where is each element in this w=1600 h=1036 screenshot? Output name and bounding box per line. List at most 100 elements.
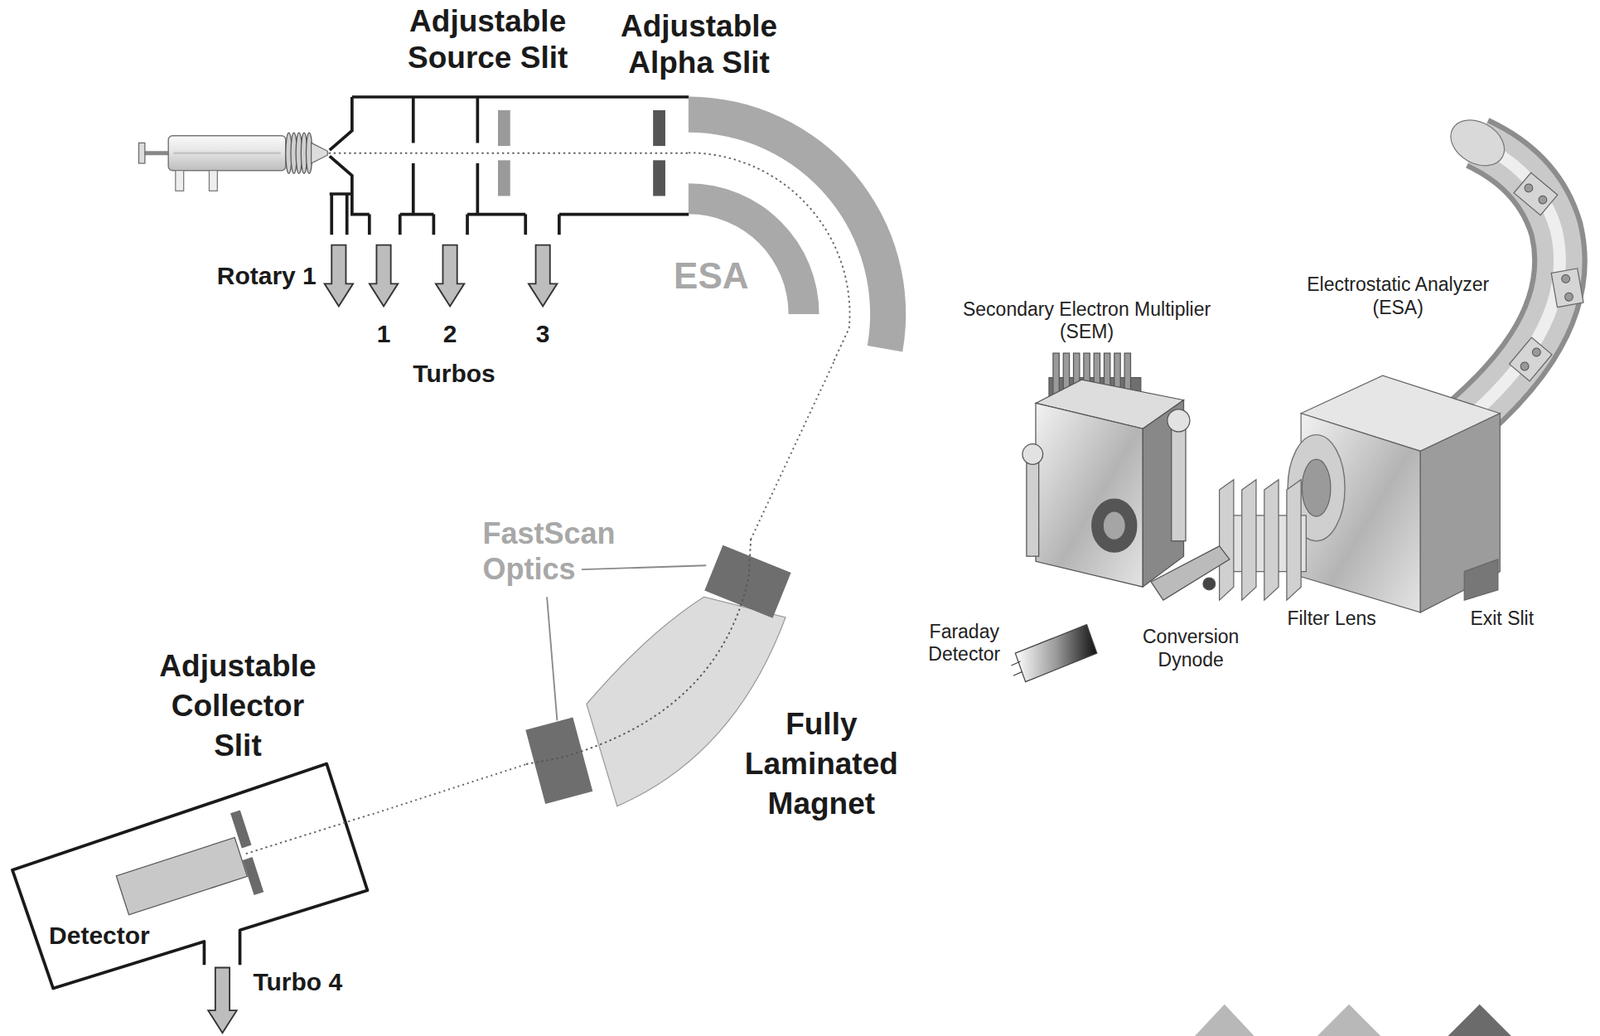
ion-beam-path (750, 362, 834, 539)
bolt-plate (1530, 346, 1542, 358)
vacuum-housing (329, 96, 689, 235)
bolt-plate (1537, 193, 1549, 206)
bolt-plate (1551, 268, 1584, 308)
filter-lens (1219, 479, 1307, 600)
slit-plates (652, 110, 666, 146)
pump-arrow (435, 245, 465, 307)
callout-number: 3 (536, 319, 551, 349)
esa-plates-shape (671, 89, 919, 363)
bolt-plate (1564, 291, 1574, 301)
bolt-plate (1518, 360, 1531, 373)
leader-line (546, 596, 557, 721)
part-label: Electrostatic Analyzer (ESA) (1294, 273, 1502, 320)
instrument-rendering (1010, 111, 1584, 682)
esa-housing-block (1420, 413, 1500, 613)
sem-detector (1092, 498, 1137, 552)
sem-detector (1026, 454, 1040, 556)
part-label: FastScan Optics (483, 515, 629, 587)
part-label: Conversion Dynode (1132, 625, 1249, 672)
collector-housing (12, 763, 368, 988)
ion-source-probe (138, 132, 328, 191)
filter-lens (1242, 479, 1257, 600)
bolt-plate (1551, 268, 1584, 308)
pump-label: Turbos (412, 358, 495, 389)
vacuum-housing (525, 214, 560, 236)
detector-body (116, 836, 247, 914)
magnet: Fully Laminated Magnet (525, 538, 919, 829)
vacuum-housing (329, 96, 353, 150)
bolt-plate (1522, 182, 1535, 194)
lens-flange (1301, 459, 1330, 517)
sem-detector (1171, 420, 1186, 541)
filter-lens (1264, 479, 1279, 600)
vacuum-housing (433, 214, 468, 236)
part-label: Exit Slit (1469, 607, 1534, 631)
bolt-plate (1513, 172, 1558, 215)
sem-detector (1102, 511, 1126, 540)
corner-mark (1446, 1004, 1513, 1036)
bolt-plate (1509, 337, 1552, 382)
corner-mark (1193, 1004, 1256, 1036)
vacuum-housing (559, 212, 689, 217)
pump-arrow (369, 245, 398, 307)
faraday-cup (1013, 671, 1023, 676)
collector-chamber: Adjustable Collector SlitDetector (8, 646, 372, 996)
ion-source-probe (173, 151, 281, 154)
ion-source-probe (142, 150, 170, 155)
faraday-cup (1010, 624, 1097, 682)
faraday-cup (1015, 624, 1098, 682)
ion-source-probe (168, 135, 286, 171)
pump-label: Rotary 1 (217, 261, 317, 291)
part-label: ESA (673, 255, 749, 298)
ion-source-probe (138, 142, 145, 164)
bolt-plate (1509, 337, 1552, 382)
esa-plates: ESA (671, 89, 919, 363)
esa-housing-block (1464, 559, 1499, 600)
ion-beam (242, 814, 370, 855)
faraday-cup (1010, 661, 1020, 666)
vacuum-housing (475, 96, 479, 215)
sem-detector (1022, 352, 1190, 587)
pump-arrow (324, 245, 353, 307)
bolt-plate (1513, 172, 1558, 215)
ion-source-probe (175, 170, 184, 192)
sem-detector (1167, 409, 1190, 432)
part-label: Filter Lens (1286, 607, 1376, 631)
part-heading: Adjustable Collector Slit (152, 646, 323, 766)
collector-chamber-shape (12, 763, 370, 988)
esa-tube-end (1442, 111, 1513, 175)
corner-mark (1193, 1004, 1513, 1036)
filter-lens (1286, 479, 1301, 600)
callout-number: 1 (377, 319, 392, 349)
sem-detector (1022, 444, 1044, 465)
part-label: Secondary Electron Multiplier (SEM) (954, 298, 1220, 344)
part-label: Fully Laminated Magnet (728, 704, 915, 824)
ion-source-probe (208, 170, 218, 192)
part-label: Adjustable Source Slit (390, 3, 585, 78)
esa-plates-shape (688, 96, 906, 363)
vacuum-housing (352, 95, 689, 99)
esa-outer-plate (688, 96, 906, 353)
sem-detector (1124, 352, 1131, 394)
sem-detector (1035, 402, 1143, 587)
part-label: Detector (48, 920, 150, 951)
pump-arrow (207, 966, 237, 1033)
slit-plates (497, 159, 511, 196)
magnet-shape (525, 538, 919, 829)
leader-line (581, 565, 706, 570)
vacuum-housing (400, 212, 435, 217)
bolt-plate (1561, 274, 1571, 284)
conversion-dynode (1203, 577, 1216, 590)
slit-plates (652, 159, 666, 196)
fastscan-optics (705, 545, 792, 619)
corner-mark (1316, 1004, 1383, 1036)
sem-detector (1053, 352, 1059, 394)
ion-beam-path (371, 763, 526, 814)
vacuum-housing (369, 214, 401, 236)
slit-plates (497, 110, 511, 146)
filter-lens (1219, 479, 1234, 600)
part-label: Faraday Detector (918, 620, 1011, 667)
ion-source-probe (311, 142, 329, 164)
